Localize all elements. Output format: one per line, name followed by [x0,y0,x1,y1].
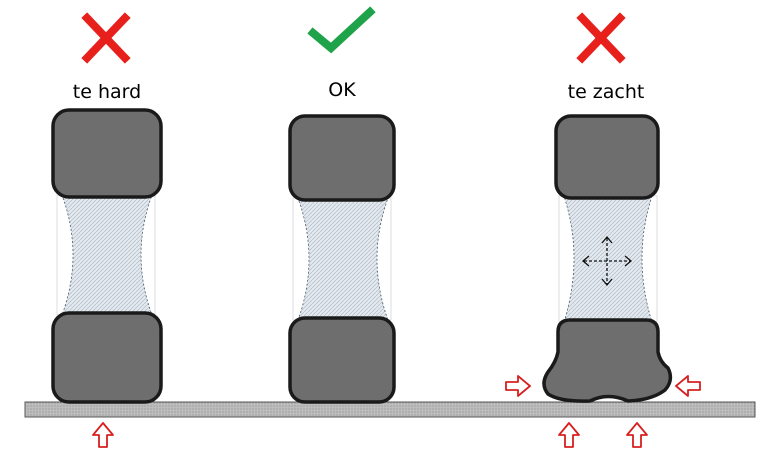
force-arrow-right-icon [505,375,531,397]
force-arrow-up-icon [626,422,648,448]
label-te-zacht: te zacht [567,81,645,103]
force-arrow-left-icon [675,375,701,397]
neck [563,195,653,323]
force-arrow-up-icon [558,422,580,448]
bottom-block [51,311,163,404]
figure-te-zacht [505,12,701,448]
four-way-arrow-icon [581,235,633,287]
ground-surface [24,401,756,418]
figure-ok [288,6,396,404]
neck [61,194,153,316]
figure-te-hard [51,12,163,448]
cross-icon [576,12,626,64]
check-icon [307,6,376,54]
bottom-block-deformed [542,318,673,403]
bottom-block [288,316,396,404]
top-block [288,114,396,202]
neck [297,197,389,321]
top-block [554,114,660,200]
force-arrow-up-icon [92,422,114,448]
label-ok: OK [328,79,356,101]
cross-icon [81,12,131,64]
label-te-hard: te hard [72,81,142,103]
top-block [51,108,163,199]
